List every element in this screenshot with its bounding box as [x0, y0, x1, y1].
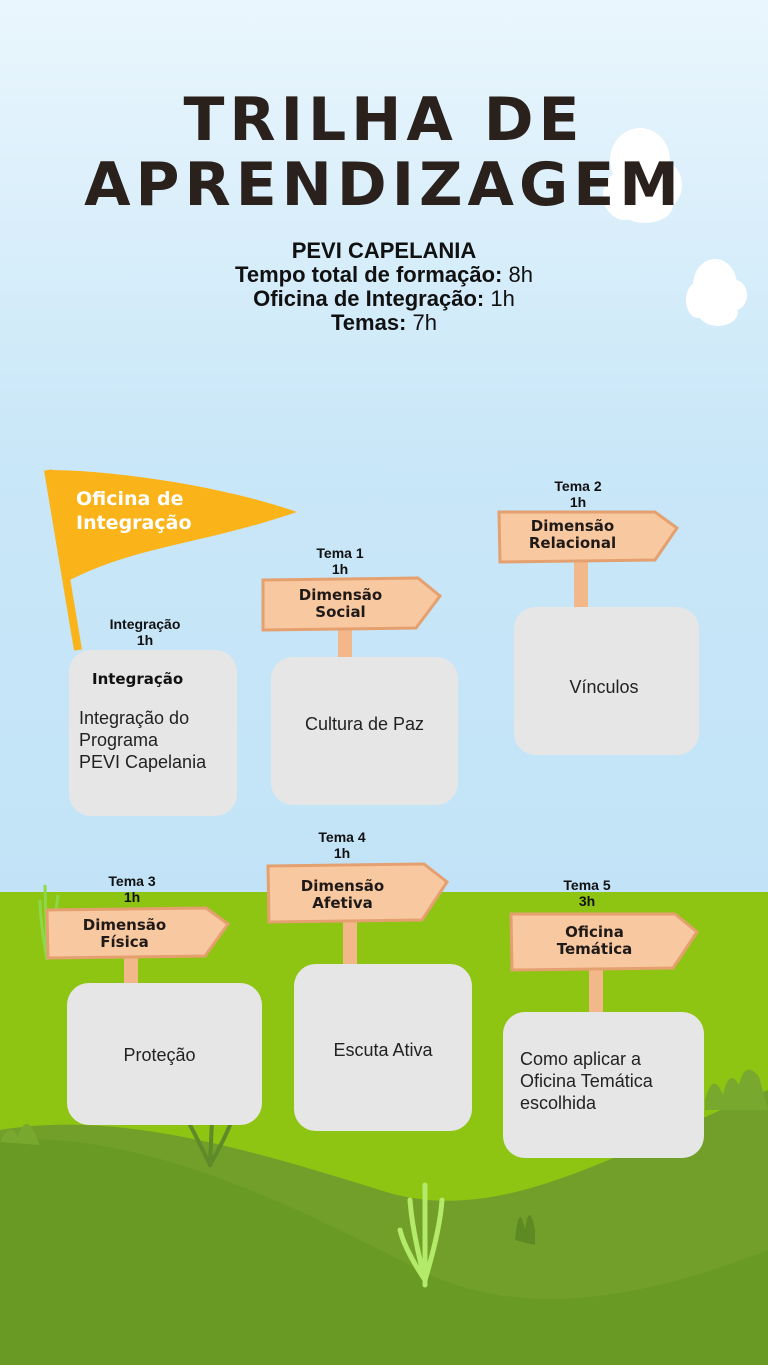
theme1-card-text: Cultura de Paz — [304, 714, 425, 734]
theme4-card-text: Escuta Ativa — [333, 1040, 433, 1060]
page-title-line2: APRENDIZAGEM — [84, 150, 684, 220]
integration-card-text: Integração do Programa PEVI Capelania — [79, 708, 207, 772]
themes-time: Temas: 7h — [330, 310, 437, 335]
theme5-card — [503, 1012, 704, 1158]
theme4-card — [294, 964, 472, 1131]
flag-pole — [44, 469, 82, 651]
integration-time: Oficina de Integração: 1h — [253, 286, 515, 311]
integration-card-title: Integração — [92, 670, 184, 688]
theme5-card-text: Como aplicar a Oficina Temática escolhid… — [520, 1049, 653, 1113]
theme1-card — [271, 657, 458, 805]
total-time: Tempo total de formação: 8h — [235, 262, 533, 287]
integration-card — [69, 650, 237, 816]
bush-icon — [0, 1069, 768, 1145]
theme2-card-text: Vínculos — [569, 677, 639, 697]
grass-tuft-icon — [188, 1118, 232, 1167]
theme3-card — [67, 983, 262, 1125]
page-title-line1: TRILHA DE — [183, 85, 585, 155]
flag-label: Oficina de Integração — [76, 488, 192, 534]
theme2-card — [514, 607, 699, 755]
flag — [48, 470, 297, 580]
sign-board — [45, 510, 700, 972]
cloud-icon — [603, 128, 682, 223]
bush-icon — [515, 1215, 535, 1245]
theme3-card-text: Proteção — [123, 1045, 196, 1065]
hill — [0, 1139, 768, 1365]
cloud-icon — [686, 259, 747, 326]
sign-post — [124, 560, 603, 1012]
program-name: PEVI CAPELANIA — [291, 238, 477, 263]
grass-tuft-icon — [397, 1182, 445, 1288]
